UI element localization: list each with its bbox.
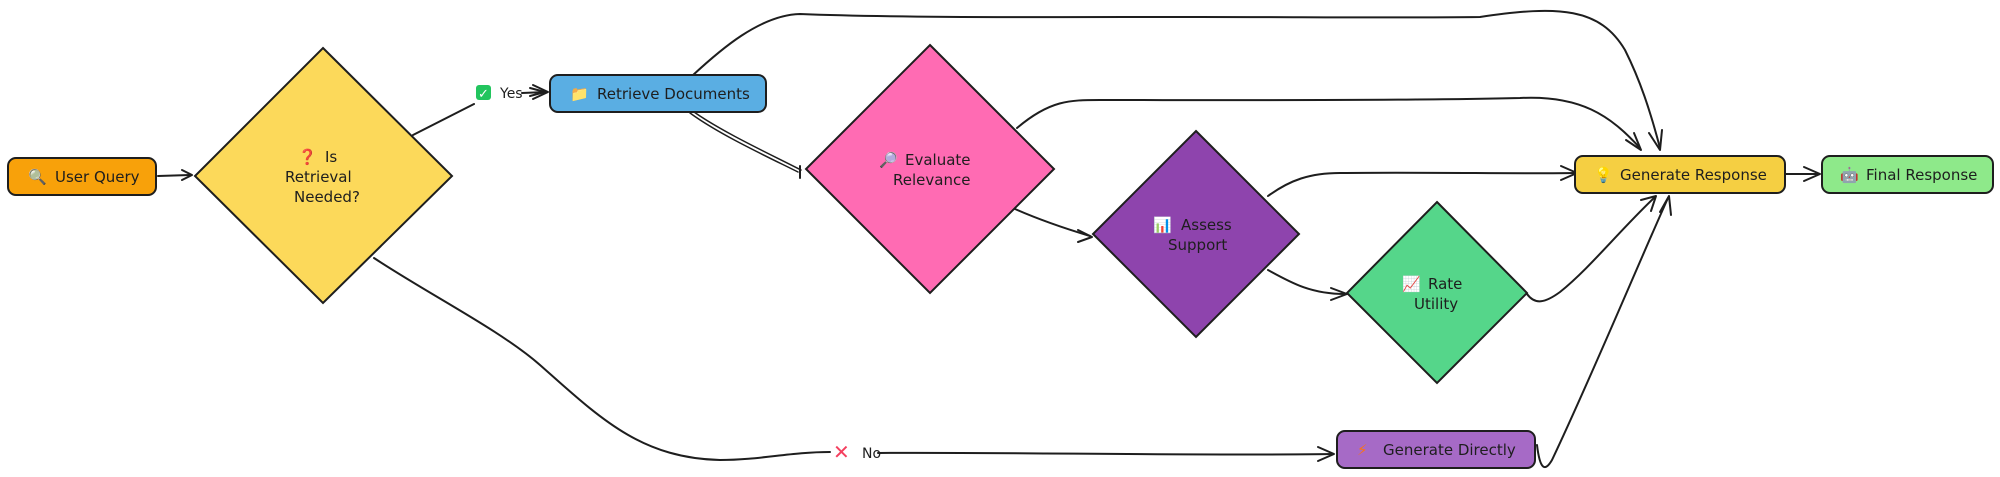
robot-icon: 🤖 <box>1840 166 1859 184</box>
node-evaluate-relevance-line-1: Evaluate <box>905 151 971 169</box>
node-final-response[interactable]: 🤖 Final Response <box>1821 155 1994 194</box>
node-assess-support[interactable]: 📊 Assess Support <box>1091 129 1301 339</box>
lightbulb-icon: 💡 <box>1594 166 1613 184</box>
lightning-icon: ⚡ <box>1357 441 1368 459</box>
node-retrieve-documents-label: Retrieve Documents <box>597 85 750 103</box>
node-generate-response[interactable]: 💡 Generate Response <box>1574 155 1786 194</box>
node-generate-response-shape <box>1574 155 1786 194</box>
magnifier-icon: 🔍 <box>28 167 47 186</box>
edge-evaluate-to-assess[interactable] <box>1014 208 1093 243</box>
node-is-retrieval-needed[interactable]: ❓ Is Retrieval Needed? <box>193 46 454 305</box>
edge-retrieval-check-no[interactable] <box>373 257 1335 462</box>
magnifier-icon: 🔎 <box>879 150 898 169</box>
node-final-response-label: Final Response <box>1866 166 1977 184</box>
cross-icon: ✕ <box>833 440 850 464</box>
node-evaluate-relevance-line-2: Relevance <box>893 171 970 189</box>
edge-label-no: ✕ No <box>833 440 881 464</box>
node-rate-utility-line-2: Utility <box>1414 295 1458 313</box>
folder-icon: 📁 <box>570 85 589 103</box>
edge-generate-response-to-final[interactable] <box>1784 166 1821 182</box>
checkmark-icon: ✓ <box>478 87 489 102</box>
bar-chart-icon: 📊 <box>1153 216 1172 234</box>
node-assess-support-line-2: Support <box>1168 236 1227 254</box>
node-evaluate-relevance-shape <box>804 43 1056 295</box>
checkmark-icon-bg <box>476 85 491 100</box>
node-generate-directly-label: Generate Directly <box>1383 441 1516 459</box>
node-assess-support-shape <box>1091 129 1301 339</box>
node-retrieve-documents-shape <box>549 74 767 113</box>
edge-rate-utility-to-generate-response[interactable] <box>1526 195 1657 303</box>
node-user-query-shape <box>7 157 157 196</box>
edge-label-yes: ✓ Yes <box>476 85 523 102</box>
node-user-query-label: User Query <box>55 168 140 186</box>
edge-label-no-text: No <box>862 446 881 462</box>
node-rate-utility[interactable]: 📈 Rate Utility <box>1345 200 1529 385</box>
node-rate-utility-line-1: Rate <box>1428 275 1462 293</box>
node-generate-directly[interactable]: ⚡ Generate Directly <box>1336 430 1536 469</box>
edge-assess-to-generate-response[interactable] <box>1267 165 1578 197</box>
node-assess-support-line-1: Assess <box>1181 216 1232 234</box>
question-icon: ❓ <box>298 148 317 166</box>
edge-user-query-to-retrieval-check[interactable] <box>157 169 193 181</box>
node-evaluate-relevance[interactable]: 🔎 Evaluate Relevance <box>804 43 1056 295</box>
node-is-retrieval-needed-shape <box>193 46 454 305</box>
edge-retrieval-check-yes[interactable] <box>412 84 549 136</box>
node-generate-directly-shape <box>1336 430 1536 469</box>
node-rate-utility-shape <box>1345 200 1529 385</box>
node-is-retrieval-needed-line-3: Needed? <box>294 188 360 206</box>
edge-generate-directly-to-generate-response[interactable] <box>1536 195 1672 469</box>
edges <box>157 9 1821 469</box>
edge-label-yes-text: Yes <box>499 86 523 102</box>
edge-retrieve-to-evaluate[interactable] <box>689 111 802 179</box>
node-user-query[interactable]: 🔍 User Query <box>7 157 157 196</box>
node-is-retrieval-needed-line-2: Retrieval <box>285 168 352 186</box>
node-generate-response-label: Generate Response <box>1620 166 1767 184</box>
edge-retrieve-to-generate-response[interactable] <box>691 9 1663 151</box>
line-chart-icon: 📈 <box>1402 275 1421 293</box>
edge-evaluate-to-generate-response[interactable] <box>1016 96 1642 151</box>
node-retrieve-documents[interactable]: 📁 Retrieve Documents <box>549 74 767 113</box>
node-is-retrieval-needed-line-1: Is <box>325 148 337 166</box>
edge-assess-to-rate-utility[interactable] <box>1267 269 1348 301</box>
node-final-response-shape <box>1821 155 1994 194</box>
